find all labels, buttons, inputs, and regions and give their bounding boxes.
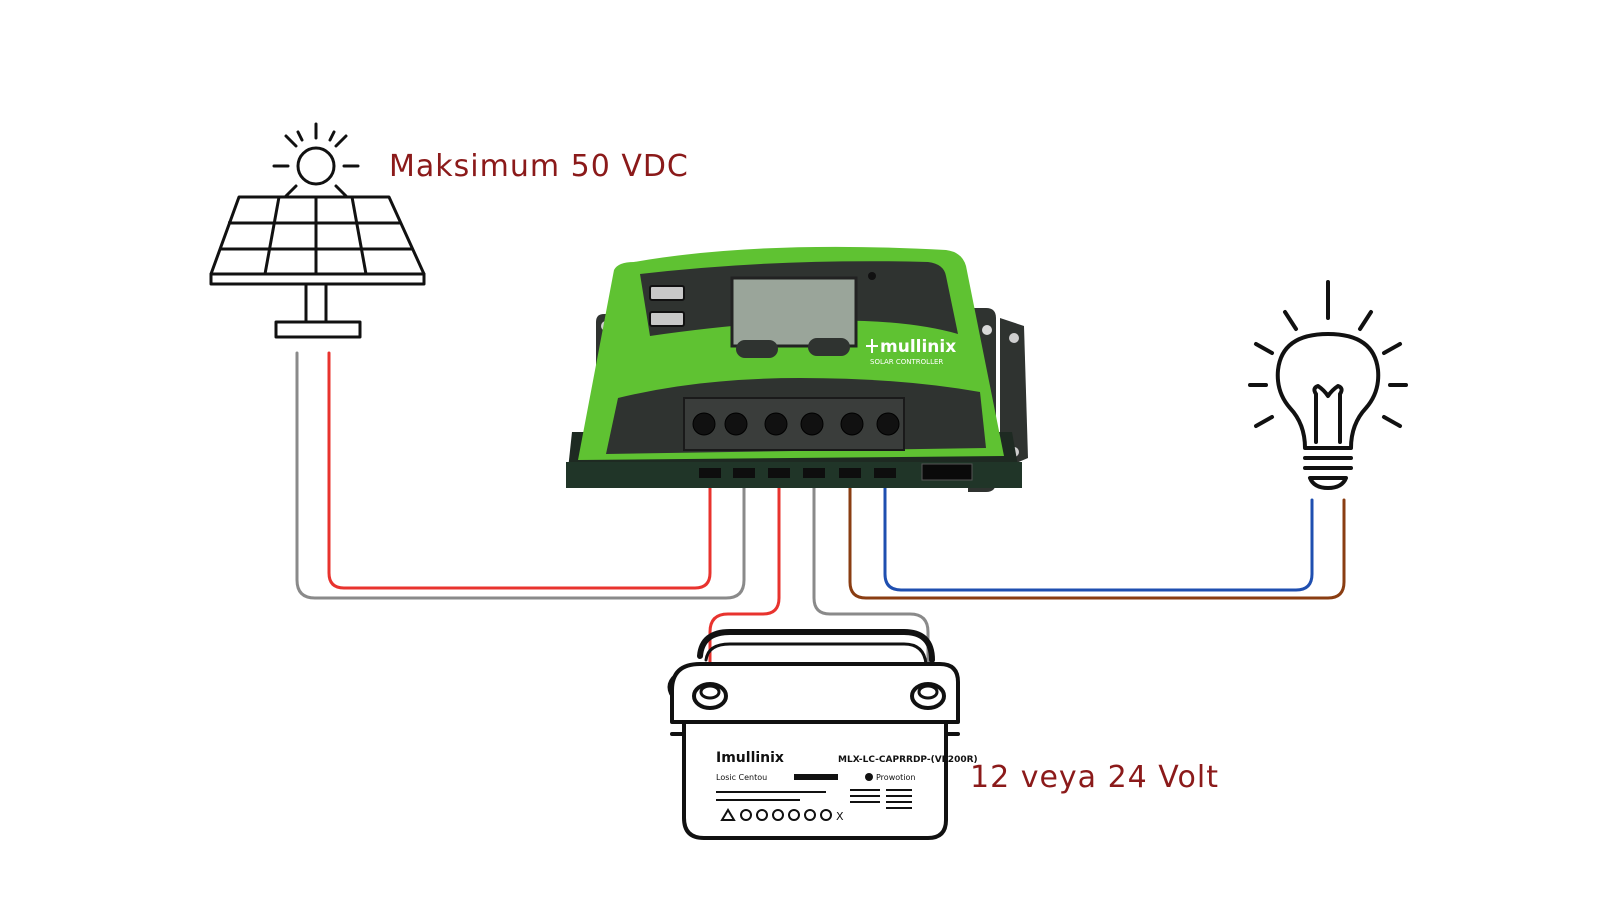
sun-icon	[272, 122, 360, 198]
menu-button[interactable]	[736, 340, 778, 358]
panel-negative-wire	[295, 351, 746, 600]
battery-model: MLX-LC-CAPRRDP-(VE200R)	[838, 755, 978, 765]
battery-line1: Losic Centou	[716, 773, 767, 782]
panel-positive-wire	[327, 351, 712, 590]
battery-brand: Imullinix	[716, 750, 784, 766]
usb-port[interactable]	[649, 311, 685, 327]
battery-voltage-label: 12 veya 24 Volt	[970, 760, 1219, 795]
terminal-slots	[699, 463, 973, 481]
terminal-screw-6	[876, 412, 900, 436]
controller-brand: mullinix	[880, 337, 956, 357]
terminal-slot-5	[839, 468, 861, 478]
solar-controller: mullinix SOLAR CONTROLLER	[566, 246, 1028, 492]
battery-positive-wire	[708, 474, 781, 697]
load-brown-wire	[848, 474, 1346, 600]
battery-line3: X	[836, 810, 844, 823]
terminal-slot-3	[768, 468, 790, 478]
set-button[interactable]	[808, 338, 850, 356]
load-blue-wire	[883, 474, 1314, 592]
battery-icon	[667, 629, 960, 840]
terminal-screw-2	[724, 412, 748, 436]
wires	[295, 351, 1346, 697]
sensor-dot	[868, 272, 876, 280]
battery-label-area: Imullinix MLX-LC-CAPRRDP-(VE200R) Losic …	[716, 750, 978, 823]
terminal-screw-5	[840, 412, 864, 436]
controller-subtitle: SOLAR CONTROLLER	[870, 358, 943, 366]
battery-line2: Prowotion	[876, 773, 915, 782]
terminal-screw-1	[692, 412, 716, 436]
terminal-screws	[692, 412, 900, 436]
battery-negative-wire	[812, 474, 930, 697]
terminal-screw-4	[800, 412, 824, 436]
controller-brand-logo: mullinix SOLAR CONTROLLER	[866, 337, 956, 366]
panel-voltage-label: Maksimum 50 VDC	[389, 149, 689, 184]
terminal-slot-4	[803, 468, 825, 478]
terminal-screw-3	[764, 412, 788, 436]
solar-panel-icon	[209, 195, 426, 339]
terminal-slot-2	[733, 468, 755, 478]
temperature-sensor-slot	[921, 463, 973, 481]
terminal-slot-1	[699, 468, 721, 478]
light-bulb-icon	[1248, 280, 1408, 490]
terminal-slot-6	[874, 468, 896, 478]
usb-port[interactable]	[649, 285, 685, 301]
lcd-screen	[730, 276, 858, 348]
